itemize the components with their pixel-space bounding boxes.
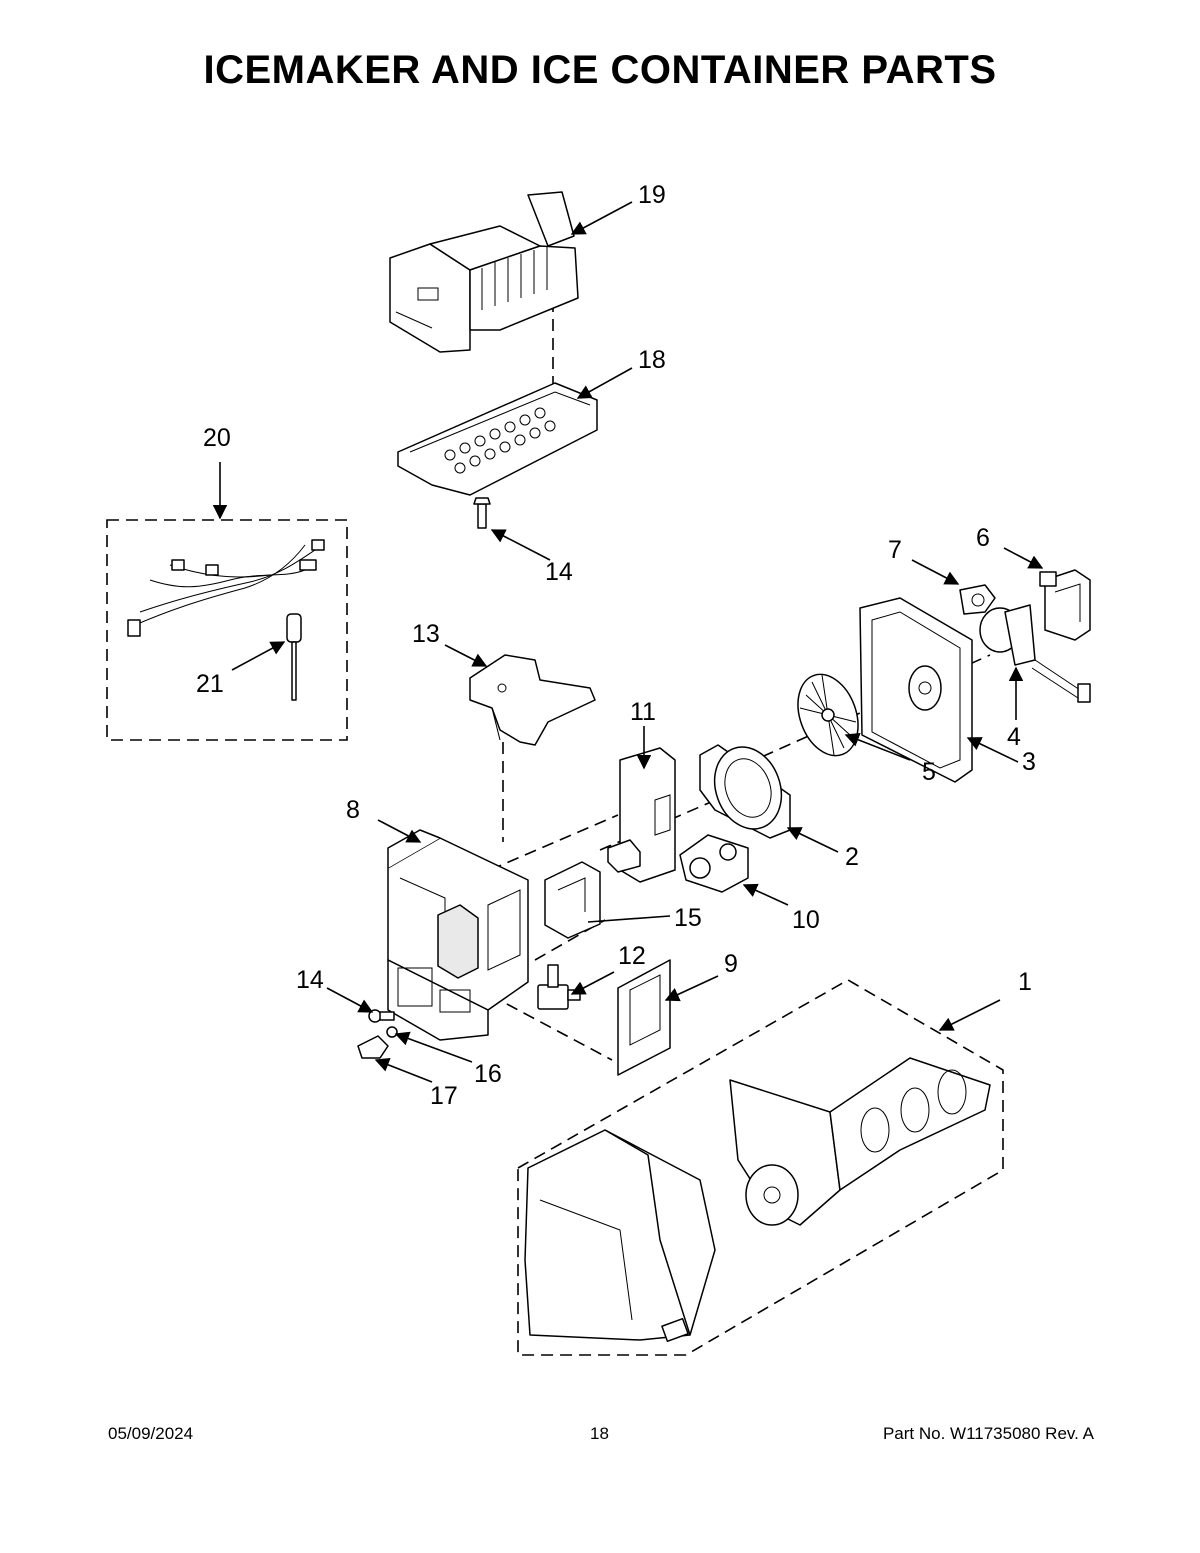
fan-shroud [699, 744, 791, 839]
grommet [959, 584, 996, 615]
callout-labels: 19 18 20 14 7 6 13 21 11 4 5 3 8 2 10 15… [196, 181, 1036, 1110]
callout-4: 4 [1007, 723, 1021, 751]
footer-part-number: Part No. W11735080 Rev. A [882, 1424, 1094, 1443]
page-title: ICEMAKER AND ICE CONTAINER PARTS [203, 48, 997, 92]
motor-bracket [1039, 569, 1091, 641]
callout-8: 8 [346, 796, 360, 824]
callout-19: 19 [638, 181, 666, 209]
callout-6: 6 [976, 524, 990, 552]
cover-plate [617, 959, 671, 1076]
dispenser-housing [387, 829, 529, 1041]
wire-harness-group-box [106, 519, 348, 741]
solenoid [537, 964, 581, 1010]
thermistor [286, 613, 302, 701]
callout-3: 3 [1022, 748, 1036, 776]
callout-17: 17 [430, 1082, 458, 1110]
switch-bracket [544, 861, 601, 939]
screw-top [473, 497, 491, 529]
fan-motor [979, 604, 1091, 703]
callout-7: 7 [888, 536, 902, 564]
callout-14-lower: 14 [296, 966, 324, 994]
wire-harness [127, 539, 325, 637]
icemaker-assembly [389, 191, 579, 353]
screw-lower [368, 1009, 395, 1023]
ice-chute-bracket [469, 654, 596, 746]
clip [357, 1035, 389, 1059]
callout-9: 9 [724, 950, 738, 978]
callout-11: 11 [630, 698, 656, 726]
footer-page-number: 18 [590, 1424, 609, 1443]
callout-18: 18 [638, 346, 666, 374]
callout-16: 16 [474, 1060, 502, 1088]
callout-2: 2 [845, 843, 859, 871]
leader-lines [212, 201, 1044, 1083]
icemaker-mold [397, 382, 598, 496]
callout-10: 10 [792, 906, 820, 934]
fan-housing [859, 597, 973, 783]
callout-20: 20 [203, 424, 231, 452]
ice-container-assembly [524, 1057, 991, 1343]
dispenser-switch [607, 747, 676, 883]
callout-14-top: 14 [545, 558, 573, 586]
footer-date: 05/09/2024 [108, 1424, 194, 1443]
callout-12: 12 [618, 942, 646, 970]
fan-blade [797, 673, 859, 757]
callout-1: 1 [1018, 968, 1032, 996]
dispenser-motor [679, 834, 749, 893]
callout-5: 5 [922, 758, 936, 786]
callout-21: 21 [196, 670, 224, 698]
callout-13: 13 [412, 620, 440, 648]
washer [386, 1026, 398, 1038]
callout-15: 15 [674, 904, 702, 932]
